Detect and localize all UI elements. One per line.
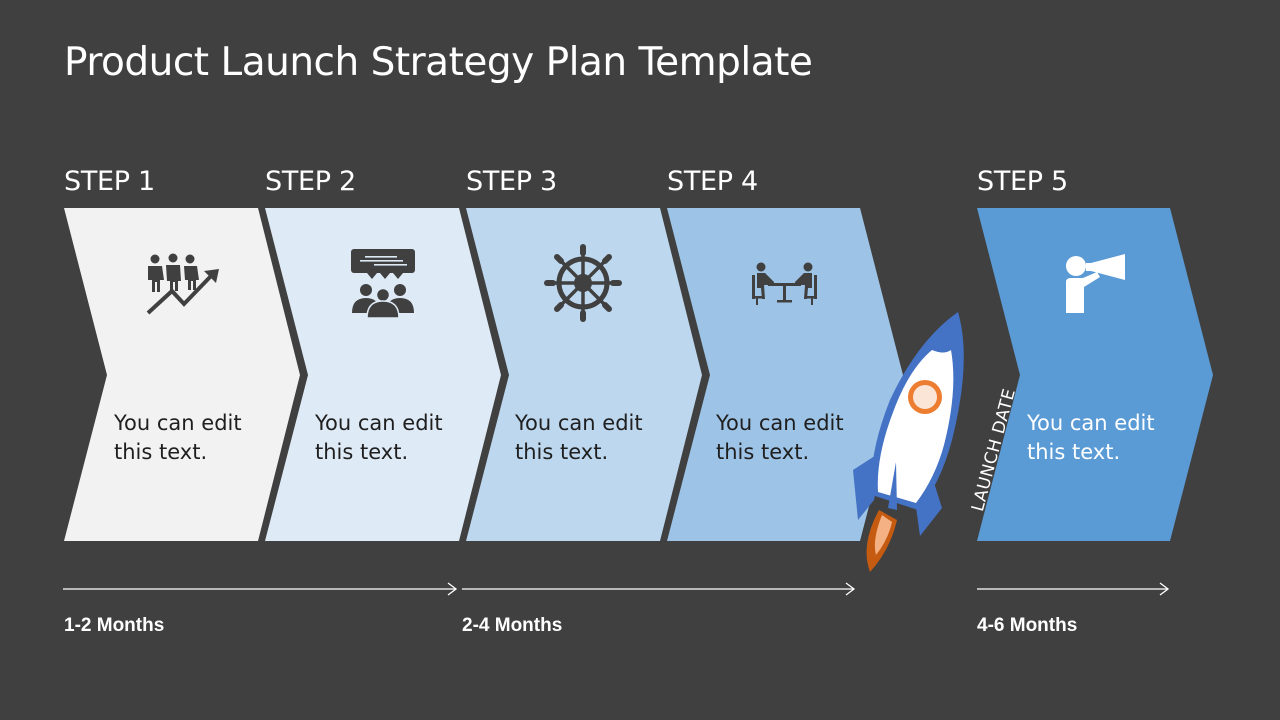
ship-wheel-icon: [544, 244, 622, 322]
timeline-arrows: [63, 582, 1170, 596]
step-3-chevron: [466, 208, 702, 541]
step-1-text[interactable]: You can edit this text.: [114, 409, 264, 467]
timeline-label-1: 1-2 Months: [64, 615, 165, 636]
step-1-chevron: [64, 208, 300, 541]
group-discussion-icon: [351, 249, 415, 319]
step-3-text[interactable]: You can edit this text.: [515, 409, 665, 467]
step-3-label: STEP 3: [466, 166, 557, 197]
step-4-text[interactable]: You can edit this text.: [716, 409, 866, 467]
step-2-text[interactable]: You can edit this text.: [315, 409, 465, 467]
step-2-chevron: [265, 208, 501, 541]
step-4-text-line1: You can edit: [716, 411, 844, 435]
step-1-text-line1: You can edit: [114, 411, 242, 435]
step-5-text-line1: You can edit: [1027, 411, 1155, 435]
step-2-text-line1: You can edit: [315, 411, 443, 435]
step-4-label: STEP 4: [667, 166, 758, 197]
step-4-text-line2: this text.: [716, 440, 810, 464]
page-title: Product Launch Strategy Plan Template: [64, 40, 813, 85]
timeline-label-3: 4-6 Months: [977, 615, 1078, 636]
step-3-text-line2: this text.: [515, 440, 609, 464]
people-growth-chart-icon: [146, 253, 219, 315]
step-5-text-line2: this text.: [1027, 440, 1121, 464]
step-5-label: STEP 5: [977, 166, 1068, 197]
step-4-chevron: [667, 208, 903, 541]
meeting-table-icon: [752, 262, 817, 305]
megaphone-person-icon: [1066, 254, 1125, 313]
step-1-text-line2: this text.: [114, 440, 208, 464]
step-2-label: STEP 2: [265, 166, 356, 197]
step-3-text-line1: You can edit: [515, 411, 643, 435]
step-2-text-line2: this text.: [315, 440, 409, 464]
timeline-label-2: 2-4 Months: [462, 615, 563, 636]
step-5-text[interactable]: You can edit this text.: [1027, 409, 1177, 467]
step-5-chevron: [977, 208, 1213, 541]
step-1-label: STEP 1: [64, 166, 155, 197]
rocket-icon: [853, 312, 964, 572]
